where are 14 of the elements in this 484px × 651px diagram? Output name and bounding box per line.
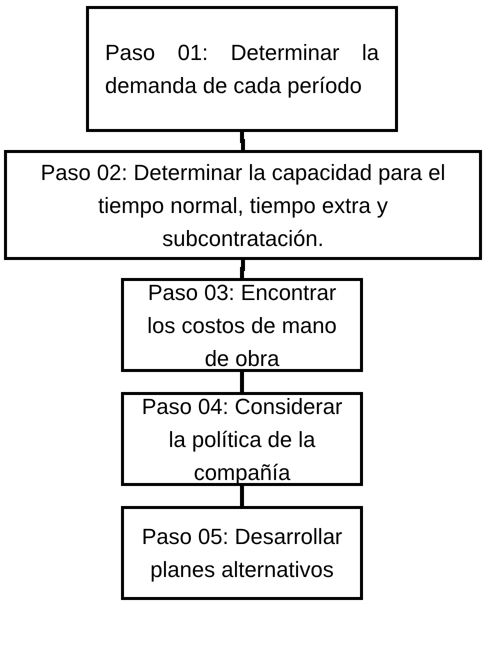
step-text: Paso 03: Encontrar los costos de mano de obra bbox=[146, 278, 338, 372]
connector-line bbox=[240, 260, 245, 278]
process-box bbox=[121, 392, 363, 486]
step-text: Paso 02: Determinar la capacidad para el tiempo normal, tiempo extra y subcontratación. bbox=[40, 158, 446, 252]
step-text: Paso 05: Desarrollar planes alternativos bbox=[140, 523, 344, 584]
step-text: Paso 04: Considerar la política de la compañía bbox=[140, 392, 344, 486]
process-box bbox=[4, 150, 482, 260]
process-box bbox=[121, 278, 363, 372]
step-text: Paso 01: Determinar la demanda de cada período bbox=[105, 39, 379, 100]
process-box bbox=[121, 506, 363, 600]
process-box bbox=[86, 6, 398, 132]
connector-line bbox=[240, 132, 245, 150]
connector-line bbox=[240, 486, 244, 506]
connector-line bbox=[240, 372, 244, 392]
